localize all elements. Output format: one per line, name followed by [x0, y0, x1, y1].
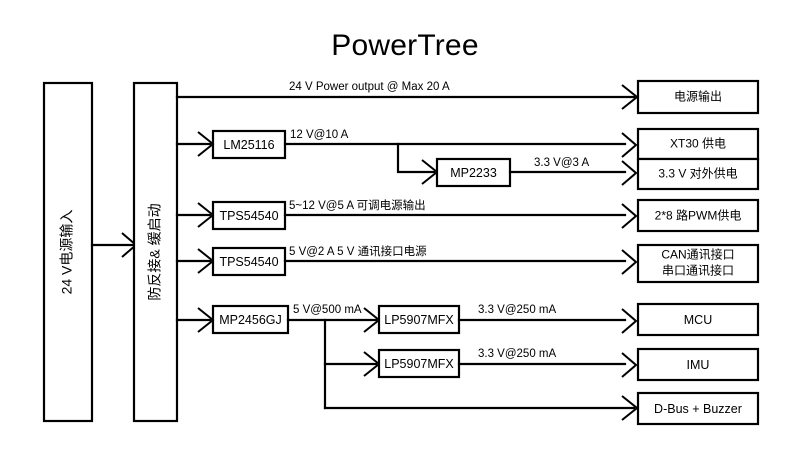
wire-3v3-250ma-mcu: 3.3 V@250 mA: [457, 304, 638, 334]
pwm-label: 2*8 路PWM供电: [655, 208, 742, 223]
lp5907mfx-imu-label: LP5907MFX: [384, 357, 454, 371]
wire-24v-output: 24 V Power output @ Max 20 A: [175, 81, 639, 110]
mp2456gj-label: MP2456GJ: [219, 313, 282, 327]
wire-input-to-protection: [90, 232, 138, 258]
wire-3v3-3a: 3.3 V@3 A: [508, 157, 638, 186]
rail-label-5v-2a: 5 V@2 A 5 V 通讯接口电源: [289, 244, 427, 258]
lp5907mfx-imu-box: [377, 348, 461, 379]
wire-to-mp2456gj: [175, 307, 215, 333]
power-input-label: 24 V电源输入: [59, 210, 75, 295]
block-tps54540-comm: TPS54540: [211, 246, 287, 277]
block-power-input: 24 V电源输入: [42, 81, 94, 423]
xt30-label: XT30 供电: [670, 137, 726, 151]
tps54540-pwm-label: TPS54540: [219, 209, 278, 223]
power-output-label: 电源输出: [674, 89, 722, 104]
rail-label-3v3-250ma-imu: 3.3 V@250 mA: [478, 348, 556, 360]
lp5907mfx-mcu-label: LP5907MFX: [384, 313, 454, 327]
output-power-output: 电源输出: [636, 79, 760, 115]
imu-label: IMU: [687, 358, 710, 372]
block-protection: 防反接& 缓启动: [132, 81, 179, 423]
block-mp2233: MP2233: [435, 157, 512, 188]
ext-3v3-box: [636, 157, 760, 191]
comm-label-uart: 串口通讯接口: [662, 263, 734, 278]
rail-label-3v3-3a: 3.3 V@3 A: [534, 157, 589, 169]
power-input-box: [42, 81, 94, 423]
wire-to-lm25116: [175, 131, 215, 157]
block-lp5907mfx-mcu: LP5907MFX: [377, 304, 461, 335]
rail-label-24v-out: 24 V Power output @ Max 20 A: [289, 81, 450, 93]
wire-5-12v-rail: 5~12 V@5 A 可调电源输出: [283, 198, 638, 229]
page-title: PowerTree: [331, 29, 478, 62]
block-lm25116: LM25116: [211, 129, 287, 160]
lp5907mfx-mcu-box: [377, 304, 461, 335]
wire-to-tps54540-pwm: [175, 202, 215, 228]
output-xt30: XT30 供电: [636, 127, 760, 161]
output-imu: IMU: [636, 347, 760, 382]
rail-label-3v3-250ma-mcu: 3.3 V@250 mA: [478, 304, 556, 316]
output-pwm: 2*8 路PWM供电: [636, 198, 760, 233]
output-mcu: MCU: [636, 302, 760, 337]
mcu-box: [636, 302, 760, 337]
rail-label-5v-500ma: 5 V@500 mA: [293, 304, 362, 316]
rail-label-5-12v: 5~12 V@5 A 可调电源输出: [289, 198, 426, 212]
wire-3v3-250ma-imu: 3.3 V@250 mA: [457, 348, 638, 378]
output-dbus: D-Bus + Buzzer: [636, 391, 760, 426]
protection-label: 防反接& 缓启动: [147, 203, 163, 300]
protection-box: [132, 81, 179, 423]
tps54540-comm-label: TPS54540: [219, 255, 278, 269]
block-lp5907mfx-imu: LP5907MFX: [377, 348, 461, 379]
mp2456gj-box: [211, 304, 290, 335]
dbus-label: D-Bus + Buzzer: [654, 402, 742, 416]
wire-5v-2a-rail: 5 V@2 A 5 V 通讯接口电源: [283, 244, 638, 275]
lm25116-label: LM25116: [223, 138, 274, 152]
ext-3v3-label: 3.3 V 对外供电: [658, 167, 737, 181]
mp2233-box: [435, 157, 512, 188]
output-comm: CAN通讯接口 串口通讯接口: [636, 243, 760, 284]
block-mp2456gj: MP2456GJ: [211, 304, 290, 335]
comm-label-can: CAN通讯接口: [661, 247, 734, 262]
comm-box: [636, 243, 760, 284]
pwm-box: [636, 198, 760, 233]
wire-5v-500ma-trunk: 5 V@500 mA: [286, 304, 639, 421]
wire-to-tps54540-comm: [175, 248, 215, 274]
mp2233-label: MP2233: [450, 166, 497, 180]
output-ext-3v3: 3.3 V 对外供电: [636, 157, 760, 191]
imu-box: [636, 347, 760, 382]
rail-label-12v: 12 V@10 A: [290, 129, 349, 141]
dbus-box: [636, 391, 760, 426]
mcu-label: MCU: [684, 313, 712, 327]
power-output-box: [636, 79, 760, 115]
wire-12v-rail: 12 V@10 A: [283, 129, 638, 185]
block-tps54540-pwm: TPS54540: [211, 200, 287, 231]
